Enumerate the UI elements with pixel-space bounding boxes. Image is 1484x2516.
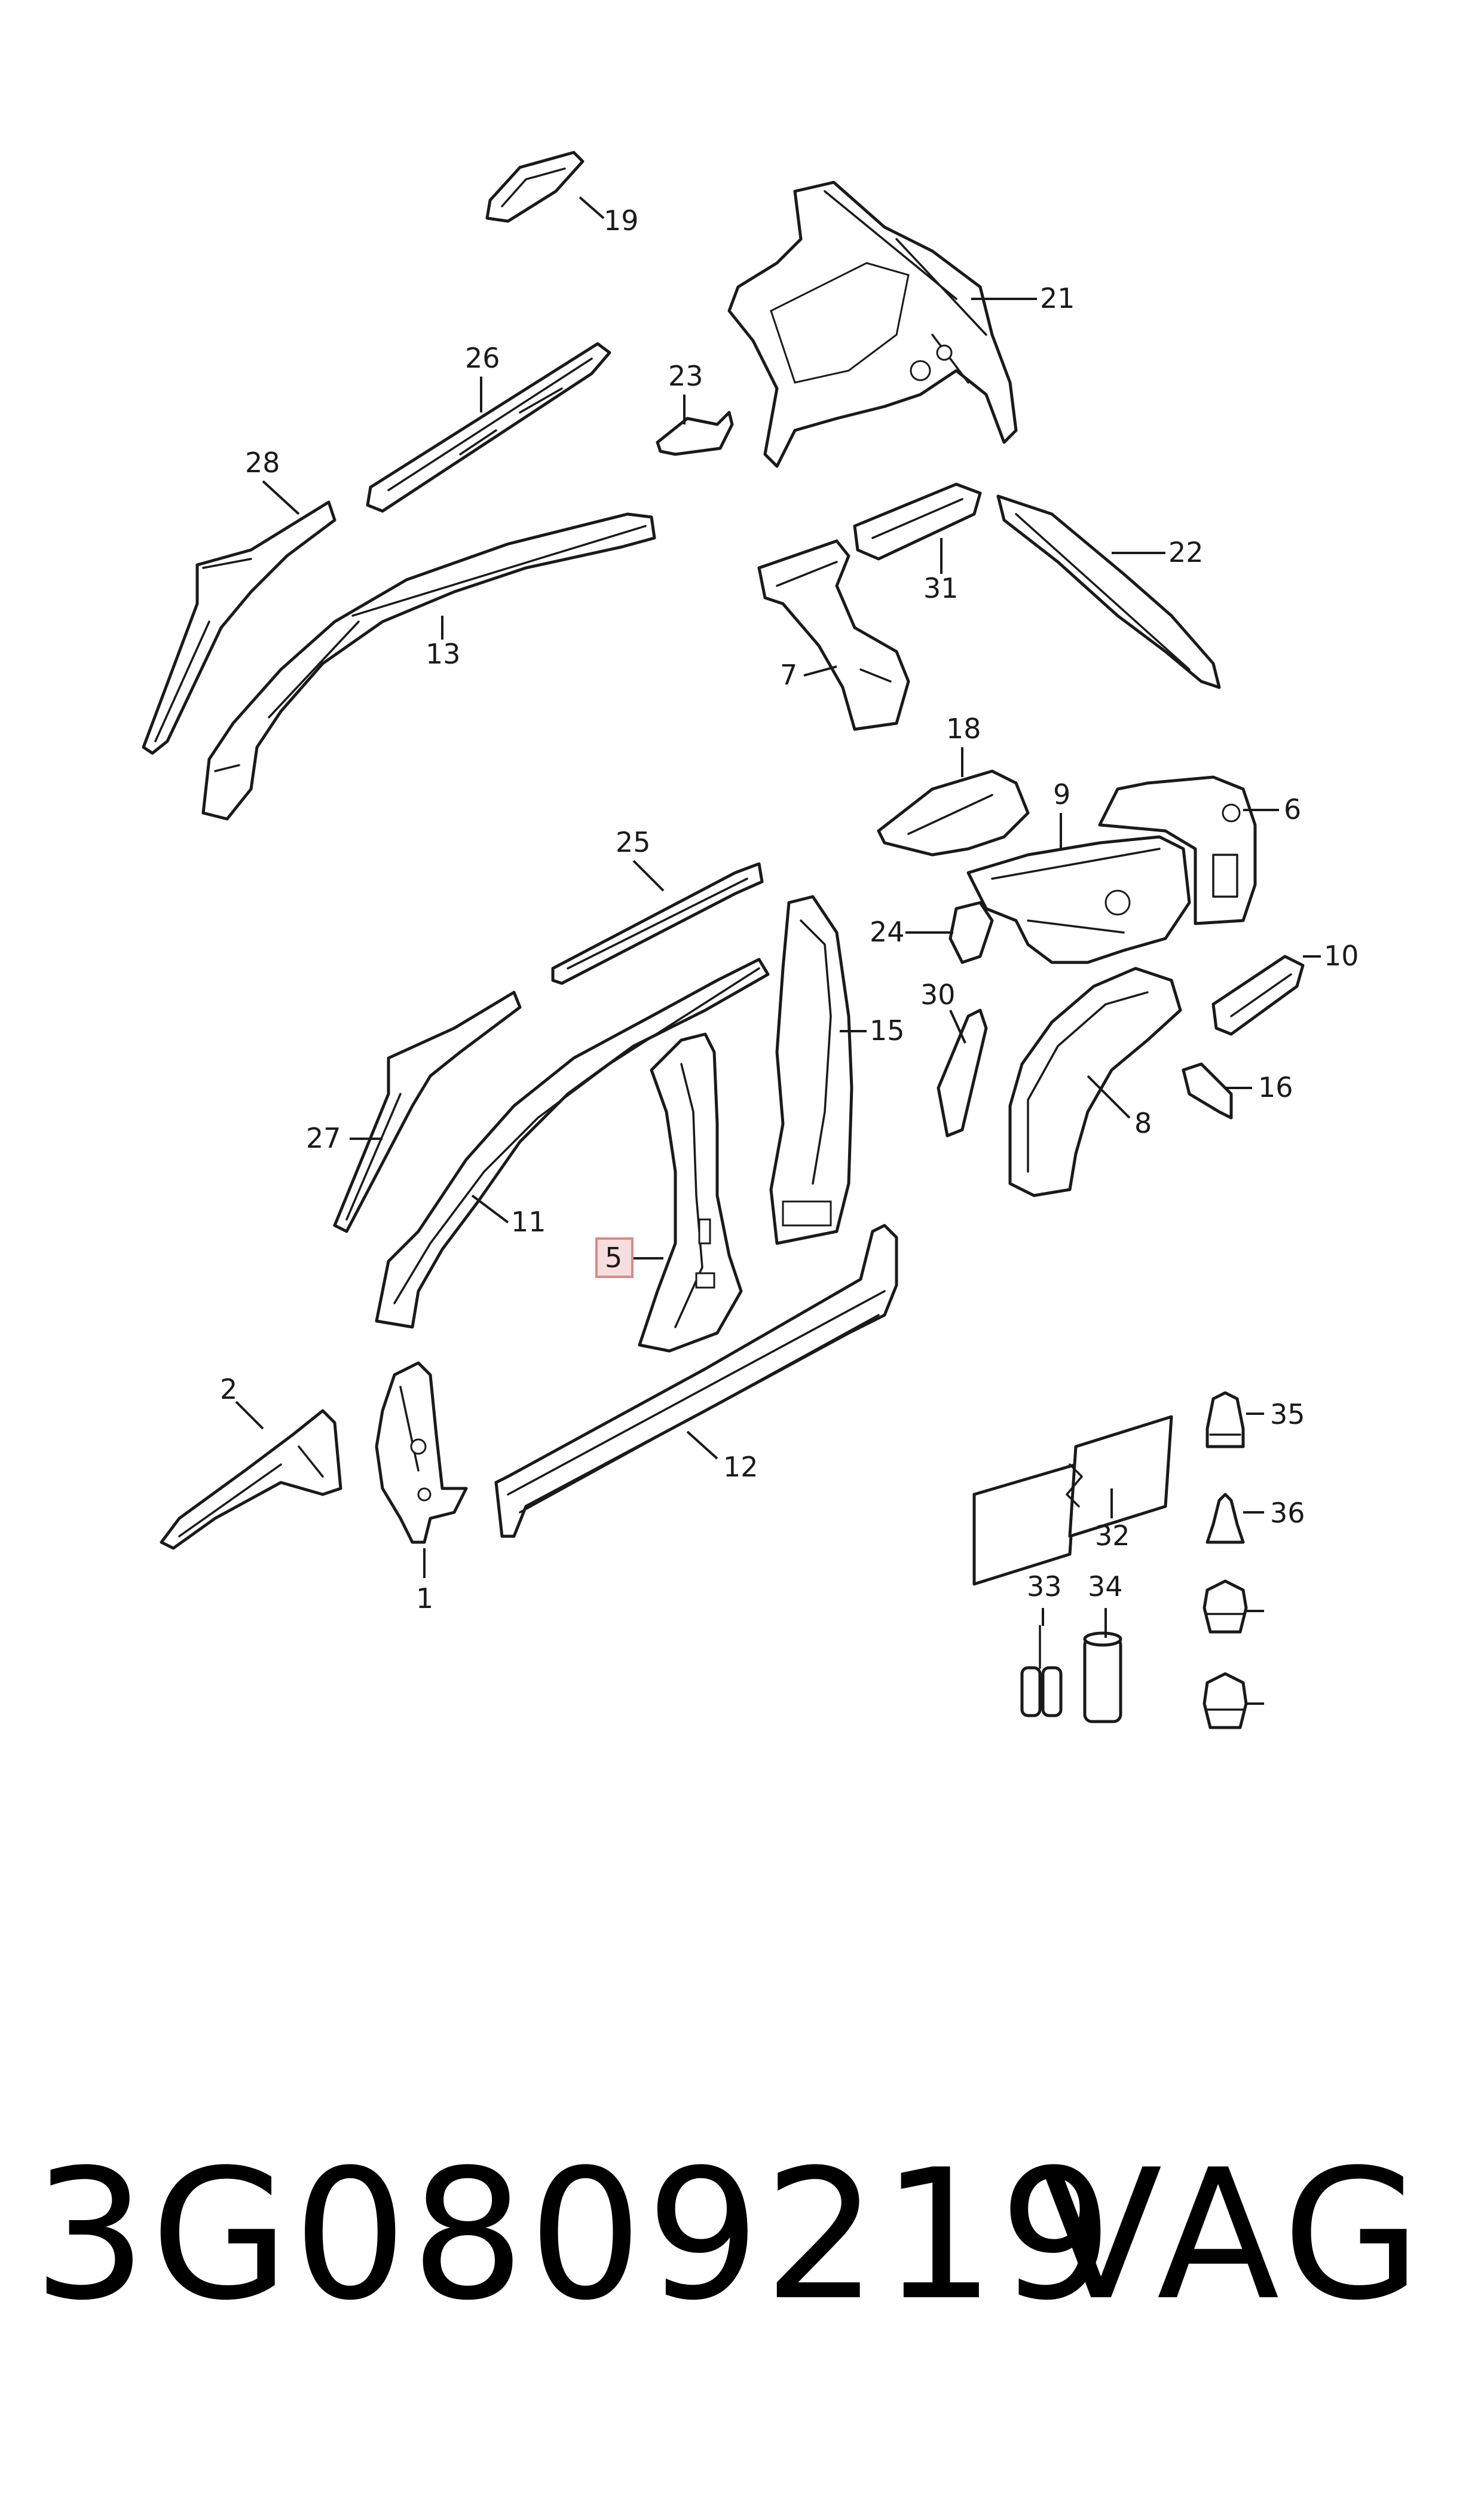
callout-25: 27 [306,1122,341,1154]
part-15 [494,1224,898,1538]
callout-6: 6 [1284,793,1301,826]
callout-11: 11 [511,1206,546,1238]
parts-diagram: 19 21 23 26 28 13 31 22 7 18 9 6 24 10 3… [142,151,1359,1729]
part-20 [996,494,1221,689]
part-25 [333,990,522,1233]
callout-1: 1 [416,1582,433,1615]
part-35 [1203,1579,1248,1634]
part-9 [966,835,1191,964]
callout-30: 32 [1095,1520,1130,1552]
part-13 [769,895,853,1245]
leader-27 [949,1010,966,1044]
callout-32: 34 [1088,1570,1123,1603]
part-18 [877,769,1030,857]
leader-17 [579,196,605,219]
callout-21: 23 [668,360,703,392]
callout-8: 8 [1134,1107,1152,1139]
leader-8 [1087,1075,1131,1119]
part-28 [853,482,982,561]
part-33 [1205,1391,1245,1448]
callout-27: 30 [920,979,956,1011]
callout-16: 16 [1258,1071,1293,1103]
part-36 [1203,1672,1248,1729]
callout-15: 12 [723,1451,758,1483]
callout-12: 13 [426,638,461,670]
leader-7 [803,665,837,677]
callout-9: 9 [1053,778,1070,811]
part-31 [1020,1625,1063,1717]
leader-15 [686,1430,718,1460]
callout-18: 18 [946,713,981,745]
part-1 [375,1361,468,1544]
leader-11 [471,1194,509,1224]
part-21 [656,411,734,456]
part-5 [638,1032,743,1353]
part-11 [375,958,770,1329]
brand-name: VAG [1039,2131,1427,2340]
callout-2: 2 [220,1373,237,1405]
part-16 [1182,1062,1233,1120]
footer: 3G0809219 VAG [0,2128,1484,2379]
callout-26: 28 [245,447,280,479]
part-27 [937,1008,988,1138]
leader-lines [235,196,1321,1705]
part-23 [551,862,764,985]
callout-28: 31 [923,572,959,604]
part-32 [1083,1631,1122,1723]
callout-24: 26 [465,342,500,374]
callout-19: 21 [1040,282,1075,314]
part-10 [1211,955,1305,1036]
callout-22: 24 [870,916,905,948]
callout-13: 15 [870,1014,905,1047]
part-12 [201,512,656,821]
callout-labels: 19 21 23 26 28 13 31 22 7 18 9 6 24 10 3… [220,204,1359,1615]
part-19 [727,181,1018,468]
leader-26 [262,480,300,515]
callout-33: 35 [1270,1398,1305,1430]
callout-31: 33 [1027,1570,1062,1603]
part-30 [972,1415,1173,1586]
part-6 [1098,775,1257,925]
leader-23 [632,860,665,892]
callout-17: 19 [604,204,639,237]
callout-23: 25 [616,826,651,858]
callout-highlight-box [595,1237,634,1278]
part-17 [485,151,585,223]
part-24 [366,342,611,513]
part-2 [160,1409,342,1550]
part-22 [948,901,994,964]
callout-10: 10 [1324,940,1359,972]
leader-2 [235,1401,264,1430]
part-number: 3G0809219 [33,2131,1117,2340]
part-34 [1205,1493,1245,1544]
callout-5: 5 [605,1242,622,1274]
callout-34: 36 [1270,1497,1305,1529]
callout-7: 7 [780,659,797,691]
callout-20: 22 [1168,536,1204,568]
part-7 [757,539,910,731]
part-26 [142,500,336,755]
